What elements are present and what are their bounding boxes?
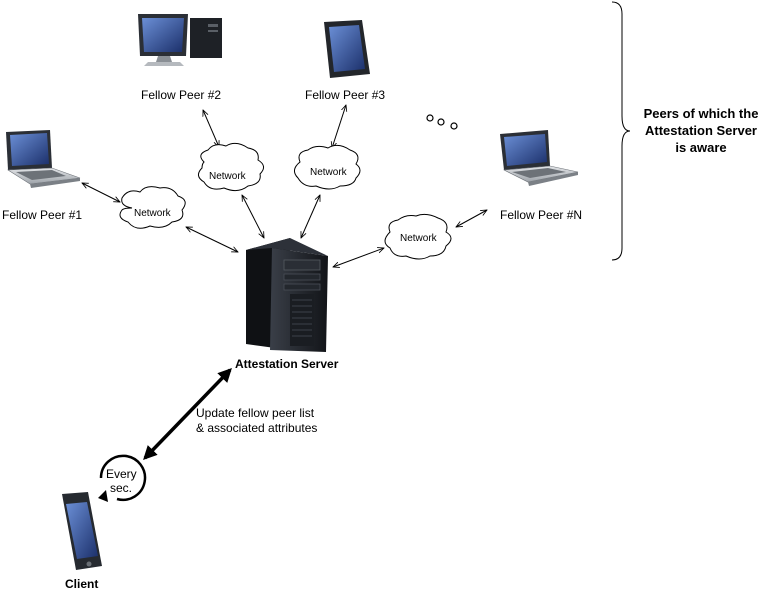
network-label: Network xyxy=(134,208,171,219)
connector-network-server-left xyxy=(186,226,238,253)
brace-label-line3: is aware xyxy=(675,140,727,155)
client-label: Client xyxy=(65,577,99,591)
update-note-line2: & associated attributes xyxy=(196,421,318,435)
client-smartphone-icon xyxy=(62,492,102,570)
cycle-label-line1: Every xyxy=(106,467,137,481)
peer3-tablet-icon xyxy=(324,20,370,78)
connector-peer2-network xyxy=(203,110,219,147)
connector-client-server xyxy=(143,367,232,461)
network-label: Network xyxy=(209,171,246,182)
connector-lines xyxy=(82,105,487,267)
connector-network-server-2 xyxy=(242,195,264,238)
network-clouds xyxy=(119,142,452,260)
peers-group-brace xyxy=(611,1,631,261)
network-label: Network xyxy=(310,167,347,178)
network-cloud-icon xyxy=(119,186,186,229)
peer2-label: Fellow Peer #2 xyxy=(141,88,222,102)
connector-peer3-network xyxy=(332,105,346,148)
cycle-loop-icon xyxy=(98,454,147,502)
connector-peer1-network xyxy=(82,183,120,202)
connector-peerN-network xyxy=(456,210,487,227)
network-cloud-icon xyxy=(198,142,264,192)
update-note-line1: Update fellow peer list xyxy=(196,406,315,420)
connector-network-server-3 xyxy=(300,195,321,238)
server-label: Attestation Server xyxy=(235,357,339,371)
attestation-server-tower-icon xyxy=(246,238,328,352)
peer2-desktop-computer-icon xyxy=(138,14,222,66)
peer1-laptop-icon xyxy=(6,130,81,188)
network-cloud-icon xyxy=(294,144,361,190)
more-peers-ellipsis-icon xyxy=(426,114,458,130)
cycle-label-line2: sec. xyxy=(109,481,132,495)
network-label: Network xyxy=(400,233,437,244)
peerN-label: Fellow Peer #N xyxy=(500,208,583,222)
brace-label-line1: Peers of which the xyxy=(643,106,759,121)
peerN-laptop-icon xyxy=(500,130,579,186)
network-cloud-icon xyxy=(384,213,452,260)
brace-label-line2: Attestation Server xyxy=(645,123,757,138)
peer1-label: Fellow Peer #1 xyxy=(2,208,83,222)
peer3-label: Fellow Peer #3 xyxy=(305,88,386,102)
connector-network-server-right xyxy=(333,248,384,267)
